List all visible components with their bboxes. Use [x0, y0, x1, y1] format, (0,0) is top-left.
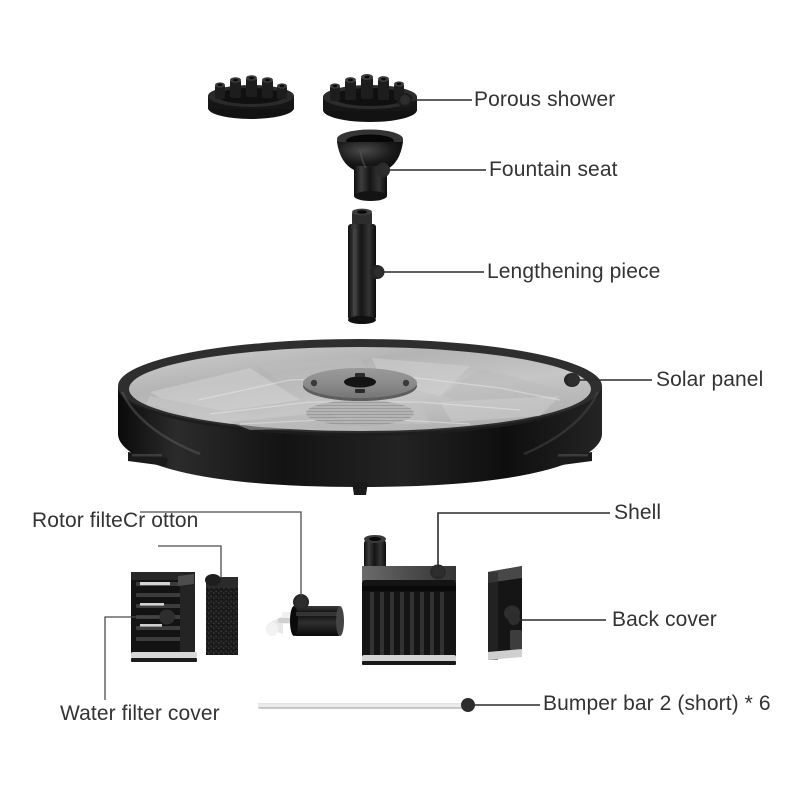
part-solar-panel	[118, 339, 602, 495]
label-shell: Shell	[614, 501, 662, 524]
part-porous-shower-left	[208, 75, 294, 119]
label-rotor-filter-cotton: Rotor filteCr otton	[32, 509, 199, 532]
leader-filter-cotton	[158, 545, 222, 578]
leader-water-filter-cover	[104, 611, 172, 700]
leader-rotor	[140, 511, 307, 608]
leader-porous-shower	[400, 95, 472, 105]
leader-solar-panel	[567, 374, 652, 386]
part-fountain-seat	[337, 129, 403, 201]
leader-lengthening-piece	[374, 267, 484, 277]
label-fountain-seat: Fountain seat	[489, 158, 618, 181]
part-porous-shower	[323, 74, 417, 122]
label-bumper-bar: Bumper bar 2 (short) * 6	[543, 692, 771, 715]
leader-bumper-bar	[461, 698, 540, 712]
part-filter-cotton	[205, 574, 238, 655]
part-water-filter-cover	[131, 572, 197, 662]
label-porous-shower: Porous shower	[474, 88, 616, 111]
label-back-cover: Back cover	[612, 608, 717, 631]
part-back-cover	[488, 566, 522, 660]
label-solar-panel: Solar panel	[656, 368, 764, 391]
leader-back-cover	[508, 613, 606, 625]
leader-shell	[432, 512, 610, 577]
part-lengthening-piece	[348, 208, 385, 324]
part-bumper-bar	[258, 700, 468, 709]
part-shell	[362, 535, 456, 665]
label-lengthening-piece: Lengthening piece	[487, 260, 661, 283]
label-water-filter-cover: Water filter cover	[60, 702, 220, 725]
leader-fountain-seat	[380, 165, 486, 175]
